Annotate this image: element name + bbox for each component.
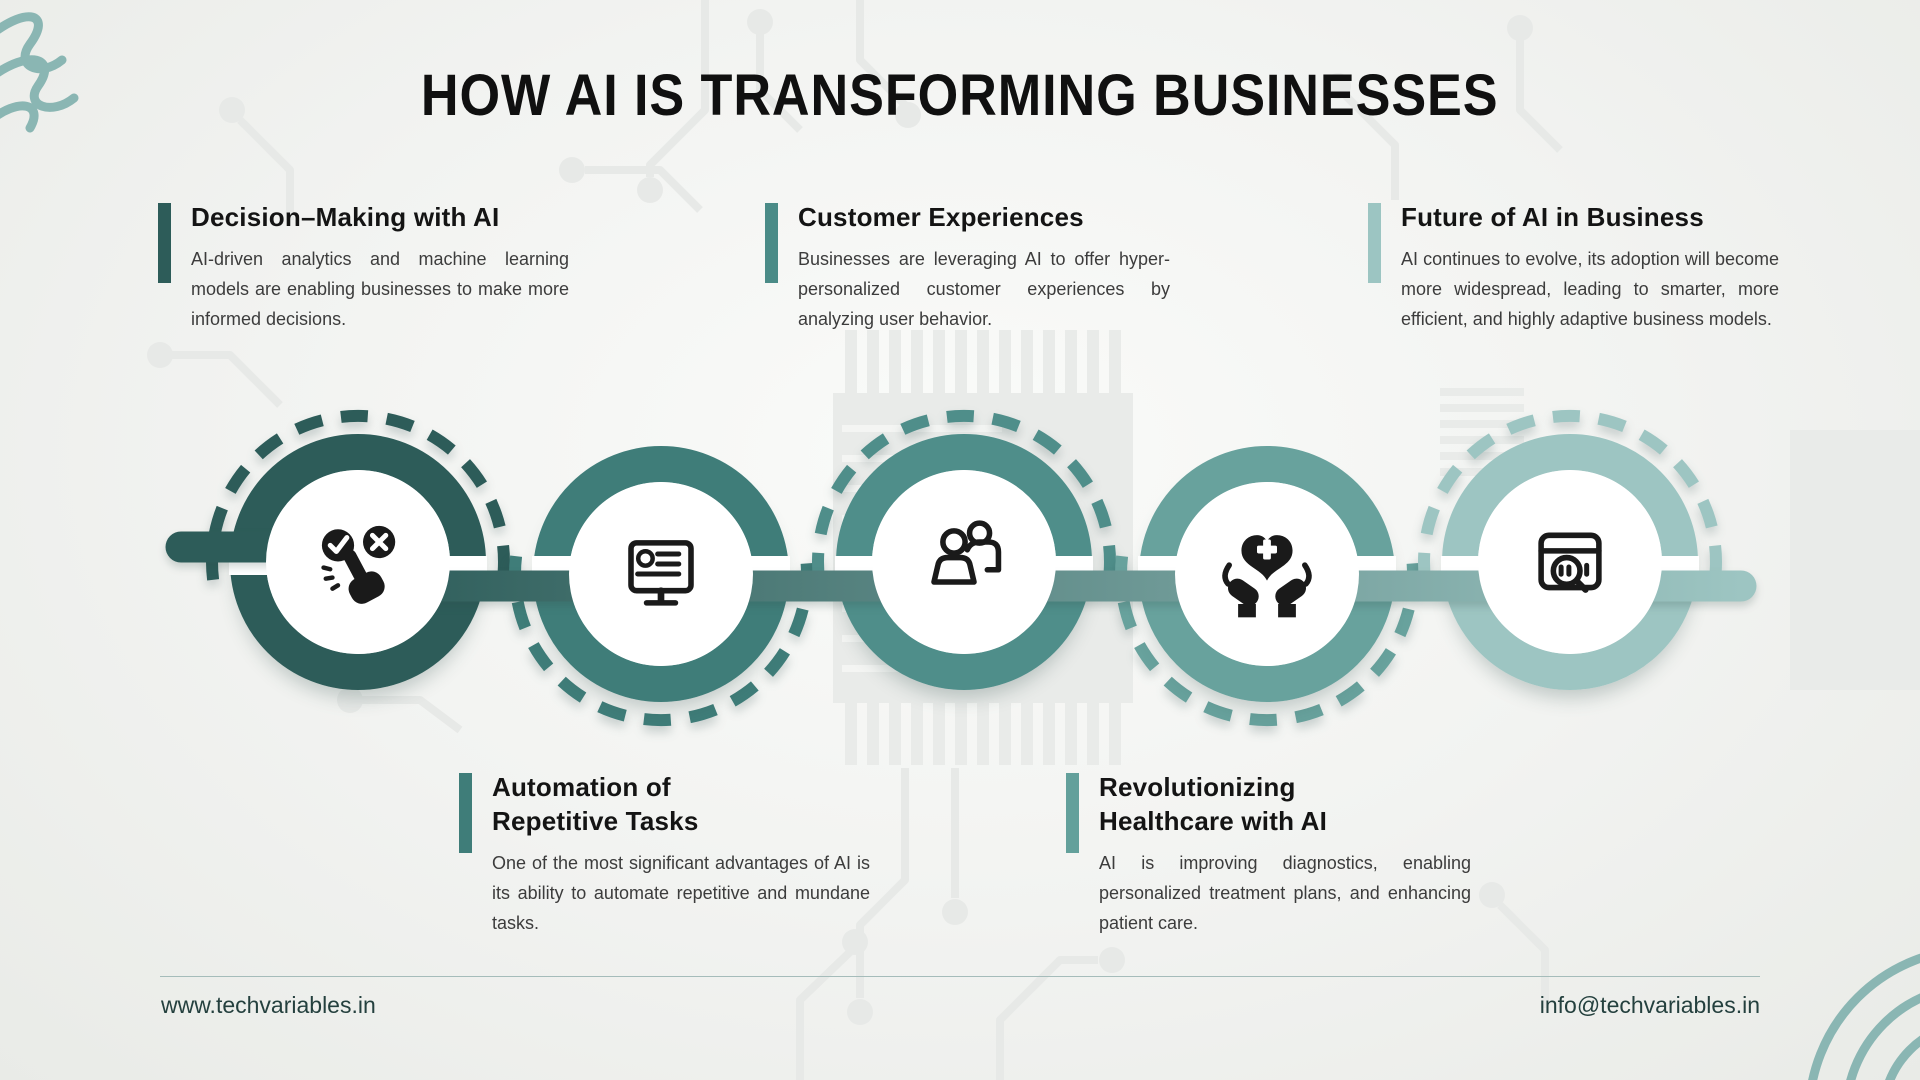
section-body: AI-driven analytics and machine learning… — [191, 249, 569, 329]
section-heading: Future of AI in Business — [1401, 202, 1704, 232]
section-body: AI is improving diagnostics, enabling pe… — [1099, 853, 1471, 933]
computer-monitor-icon — [628, 540, 694, 606]
decision-check-x-hand-icon — [321, 525, 396, 604]
section-healthcare: Revolutionizing Healthcare with AI AI is… — [1066, 770, 1471, 938]
section-automation: Automation of Repetitive Tasks One of th… — [459, 770, 870, 938]
dashed-arc-step2 — [509, 555, 813, 727]
left-hand — [1227, 578, 1259, 618]
browser-search-icon — [1538, 532, 1602, 593]
circuit-traces — [147, 0, 1563, 1080]
step1-circle — [266, 470, 450, 654]
accent-bar — [459, 773, 472, 853]
dashed-arc-step3 — [812, 409, 1116, 581]
corner-squiggle-top-left — [0, 12, 79, 133]
section-body: One of the most significant advantages o… — [492, 853, 870, 933]
accent-bar — [1066, 773, 1079, 853]
footer-website: www.techvariables.in — [161, 992, 376, 1018]
section-body: AI continues to evolve, its adoption wil… — [1401, 249, 1779, 329]
section-heading: Customer Experiences — [798, 202, 1084, 232]
step4-circle — [1175, 482, 1359, 666]
footer-divider — [160, 976, 1760, 977]
page-title-text: HOW AI IS TRANSFORMING BUSINESSES — [421, 63, 1499, 128]
accent-bar — [1368, 203, 1381, 283]
dashed-arc-step5 — [1418, 409, 1722, 581]
accent-bar — [158, 203, 171, 283]
dashed-arc-step1 — [206, 409, 510, 581]
right-hand — [1275, 578, 1307, 618]
section-heading: Decision–Making with AI — [191, 202, 500, 232]
accent-bar — [765, 203, 778, 283]
dashed-arc-step4 — [1115, 555, 1419, 727]
section-body: Businesses are leveraging AI to offer hy… — [798, 249, 1170, 329]
pointing-hand — [343, 549, 385, 604]
footer-email: info@techvariables.in — [1539, 992, 1760, 1018]
step2-circle — [569, 482, 753, 666]
section-heading: Revolutionizing Healthcare with AI — [1099, 772, 1328, 836]
section-future-of-ai: Future of AI in Business AI continues to… — [1368, 200, 1779, 334]
page-title: HOW AI IS TRANSFORMING BUSINESSES — [0, 62, 1920, 129]
step5-circle — [1478, 470, 1662, 654]
hands-heart-medical-icon — [1222, 535, 1312, 618]
section-customer-experiences: Customer Experiences Businesses are leve… — [765, 200, 1170, 334]
customers-people-icon — [931, 520, 1002, 585]
step3-circle — [872, 470, 1056, 654]
section-heading: Automation of Repetitive Tasks — [492, 772, 699, 836]
section-decision-making: Decision–Making with AI AI-driven analyt… — [158, 200, 569, 334]
